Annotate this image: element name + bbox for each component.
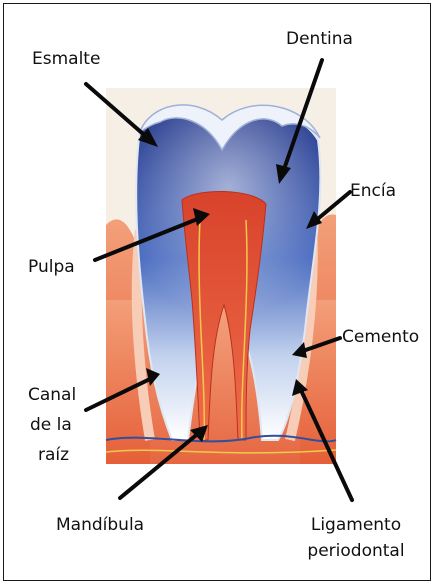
label-pulpa: Pulpa [28,256,75,278]
label-canal-line2: de la [30,414,72,436]
label-canal-line1: Canal [28,384,76,406]
label-cemento: Cemento [342,326,419,348]
label-canal-line3: raíz [38,444,69,466]
label-esmalte: Esmalte [32,48,100,70]
label-encia: Encía [350,180,396,202]
label-dentina: Dentina [286,28,353,50]
label-ligamento-line2: periodontal [300,540,412,562]
label-mandibula: Mandíbula [56,514,144,536]
label-ligamento-line1: Ligamento [300,514,412,536]
